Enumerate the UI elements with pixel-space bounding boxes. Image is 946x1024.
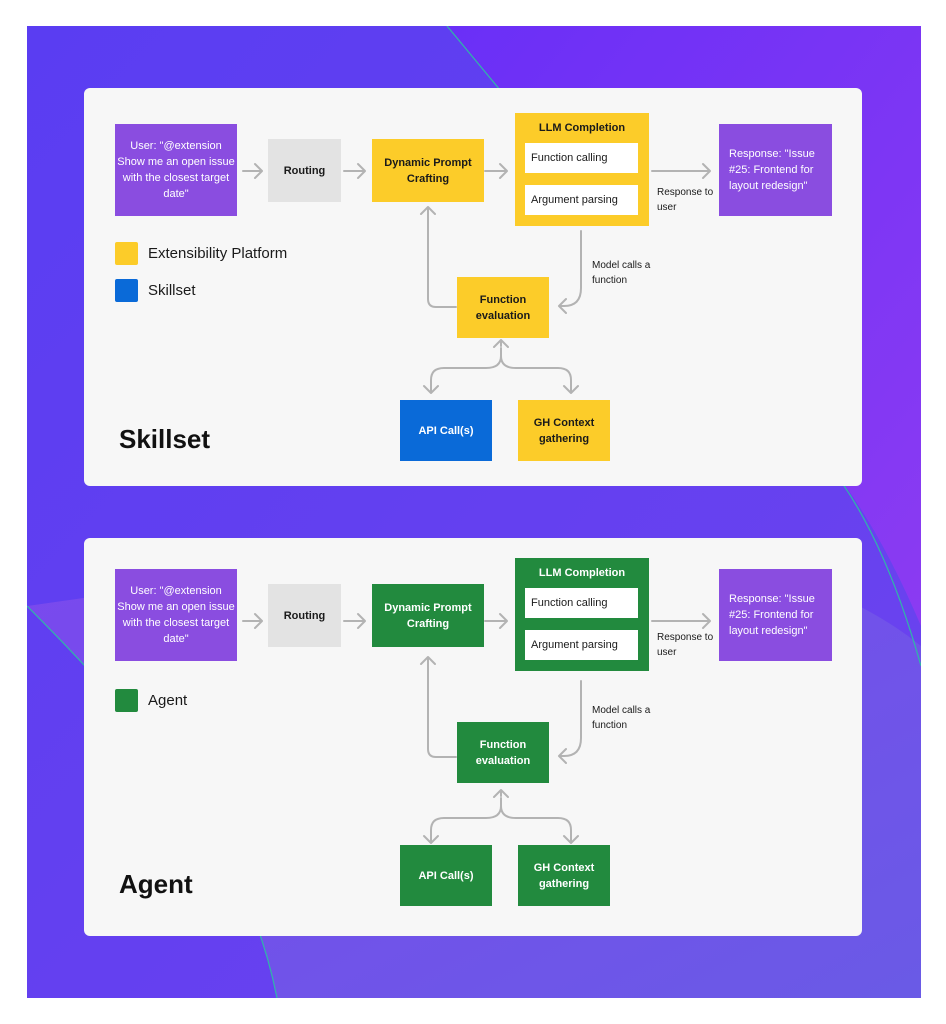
gh-context-label: GH Context gathering — [533, 416, 595, 445]
response-to-user-note: Response to user — [657, 632, 714, 658]
legend-agent: Agent — [115, 689, 187, 712]
dynamic-prompt-label: Dynamic Prompt Crafting — [384, 156, 472, 185]
panel-title: Skillset — [119, 424, 211, 454]
llm-completion-box: LLM Completion Function calling Argument… — [515, 113, 649, 226]
function-evaluation-box: Function evaluation — [457, 722, 549, 783]
response-text: Response: "Issue #25: Frontend for layou… — [729, 148, 815, 192]
response-box: Response: "Issue #25: Frontend for layou… — [719, 569, 832, 661]
argument-parsing-slot: Argument parsing — [525, 630, 638, 660]
routing-label: Routing — [283, 609, 326, 622]
function-evaluation-label: Function evaluation — [475, 738, 531, 767]
flow-arrows — [242, 613, 711, 844]
gh-context-label: GH Context gathering — [533, 861, 595, 890]
function-calling-slot: Function calling — [525, 143, 638, 173]
legend-skillset: Skillset — [115, 279, 196, 302]
legend-swatch-yellow — [115, 242, 138, 265]
function-evaluation-label: Function evaluation — [475, 293, 531, 322]
routing-label: Routing — [283, 164, 326, 177]
user-query-box: User: "@extension Show me an open issue … — [115, 124, 237, 216]
agent-panel: User: "@extension Show me an open issue … — [84, 538, 862, 936]
api-call-box: API Call(s) — [400, 400, 492, 461]
legend-label: Agent — [148, 692, 188, 709]
gh-context-box: GH Context gathering — [518, 400, 610, 461]
legend-label: Skillset — [148, 282, 196, 299]
model-calls-function-note: Model calls a function — [592, 705, 651, 731]
legend-swatch-green — [115, 689, 138, 712]
dynamic-prompt-label: Dynamic Prompt Crafting — [384, 601, 472, 630]
legend-extensibility-platform: Extensibility Platform — [115, 242, 287, 265]
api-call-label: API Call(s) — [418, 424, 474, 437]
gh-context-box: GH Context gathering — [518, 845, 610, 906]
function-evaluation-box: Function evaluation — [457, 277, 549, 338]
response-text: Response: "Issue #25: Frontend for layou… — [729, 593, 815, 637]
panel-title: Agent — [119, 869, 193, 899]
api-call-label: API Call(s) — [418, 869, 474, 882]
user-query-text: User: "@extension Show me an open issue … — [117, 585, 235, 645]
function-calling-slot: Function calling — [525, 588, 638, 618]
response-box: Response: "Issue #25: Frontend for layou… — [719, 124, 832, 216]
legend-label: Extensibility Platform — [148, 245, 288, 262]
dynamic-prompt-box: Dynamic Prompt Crafting — [372, 139, 484, 202]
user-query-text: User: "@extension Show me an open issue … — [117, 140, 235, 200]
dynamic-prompt-box: Dynamic Prompt Crafting — [372, 584, 484, 647]
legend-swatch-blue — [115, 279, 138, 302]
user-query-box: User: "@extension Show me an open issue … — [115, 569, 237, 661]
routing-box: Routing — [268, 139, 341, 202]
routing-box: Routing — [268, 584, 341, 647]
llm-completion-title: LLM Completion — [538, 122, 626, 134]
flow-arrows — [242, 163, 711, 394]
api-call-box: API Call(s) — [400, 845, 492, 906]
llm-completion-box: LLM Completion Function calling Argument… — [515, 558, 649, 671]
skillset-panel: User: "@extension Show me an open issue … — [84, 88, 862, 486]
llm-completion-title: LLM Completion — [538, 567, 626, 579]
argument-parsing-slot: Argument parsing — [525, 185, 638, 215]
response-to-user-note: Response to user — [657, 187, 714, 213]
model-calls-function-note: Model calls a function — [592, 260, 651, 286]
